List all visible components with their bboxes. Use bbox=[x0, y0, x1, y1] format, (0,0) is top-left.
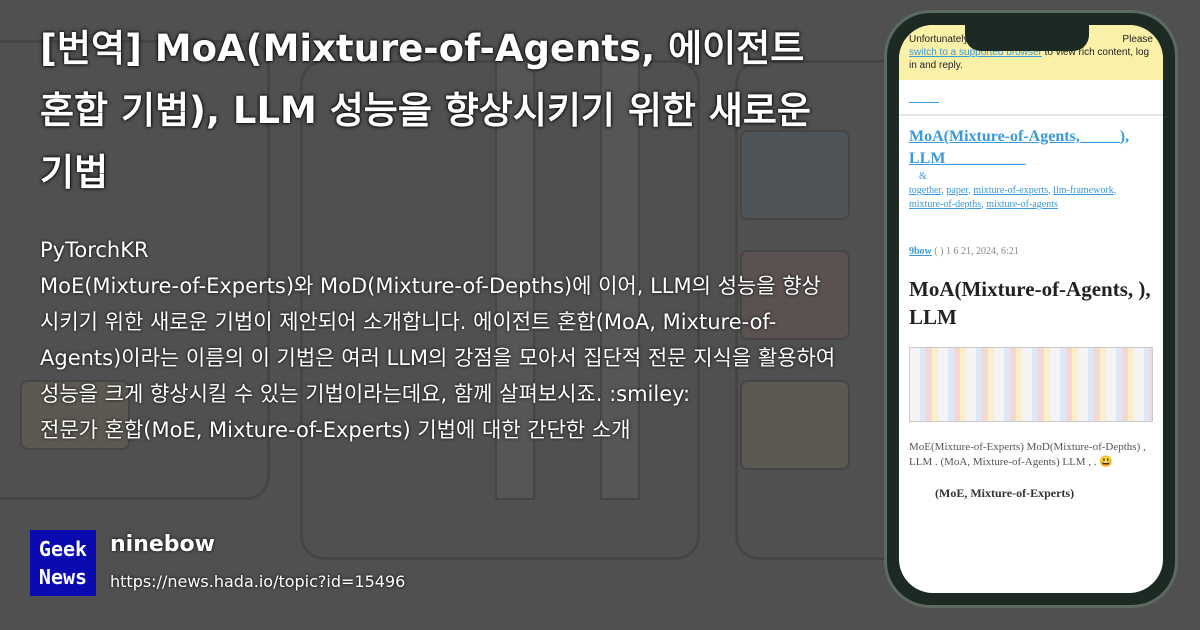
phone-mockup: Unfortunately,Please switch to a support… bbox=[884, 10, 1178, 608]
page-title: [번역] MoA(Mixture-of-Agents, 에이전트 혼합 기법),… bbox=[40, 27, 811, 194]
topic-url[interactable]: https://news.hada.io/topic?id=15496 bbox=[110, 572, 406, 591]
post-title-link[interactable]: MoA(Mixture-of-Agents,_____), LLM_______… bbox=[909, 128, 1130, 167]
summary: PyTorchKR MoE(Mixture-of-Experts)와 MoD(M… bbox=[40, 232, 840, 508]
source-label: PyTorchKR bbox=[40, 238, 149, 262]
banner-please: Please bbox=[1122, 34, 1153, 45]
supported-browser-link[interactable]: switch to a supported browser bbox=[909, 47, 1042, 58]
summary-text: MoE(Mixture-of-Experts)와 MoD(Mixture-of-… bbox=[40, 274, 836, 406]
tag-list: together, paper, mixture-of-experts, llm… bbox=[909, 185, 1117, 210]
top-link[interactable]: ______ bbox=[909, 93, 939, 104]
article-heading: MoA(Mixture-of-Agents, ), LLM bbox=[909, 277, 1151, 329]
author-name: ninebow bbox=[110, 532, 215, 557]
moa-diagram-image bbox=[909, 347, 1153, 422]
article-paragraph: MoE(Mixture-of-Experts) MoD(Mixture-of-D… bbox=[909, 441, 1146, 468]
phone-notch bbox=[965, 25, 1089, 51]
summary-cut-line: 전문가 혼합(MoE, Mixture-of-Experts) 기법에 대한 간… bbox=[40, 418, 631, 442]
post-meta: 9bow ( ) 1 6 21, 2024, 6:21 bbox=[909, 246, 1019, 257]
author-link[interactable]: 9bow bbox=[909, 246, 932, 257]
article-subheading: (MoE, Mixture-of-Experts) bbox=[935, 486, 1075, 500]
phone-screen: Unfortunately,Please switch to a support… bbox=[899, 25, 1163, 593]
